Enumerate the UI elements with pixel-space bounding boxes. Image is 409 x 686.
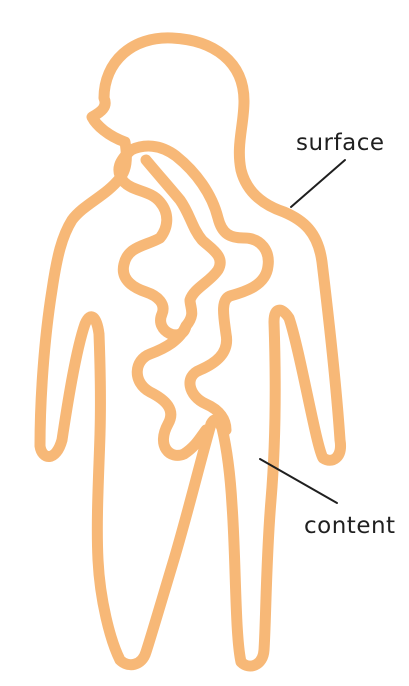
surface-leader-line: [291, 160, 345, 207]
surface-label: surface: [296, 130, 385, 156]
content-label: content: [304, 513, 396, 539]
gut-tube-outline-left: [119, 150, 220, 335]
